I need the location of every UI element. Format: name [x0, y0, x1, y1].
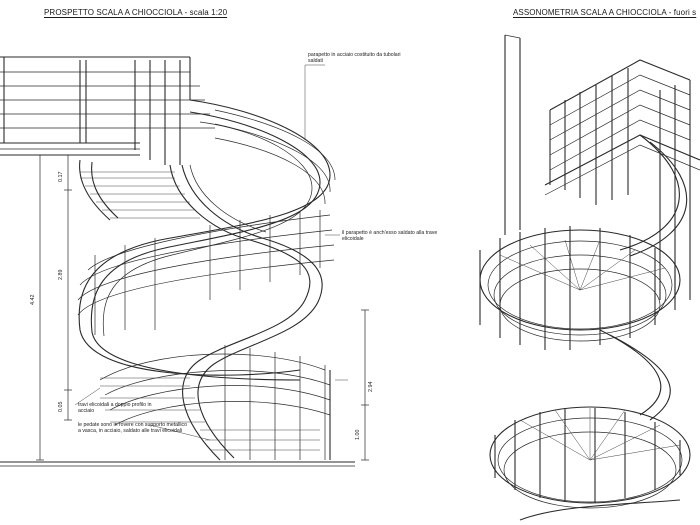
dim-1-00: 1.00	[355, 429, 361, 441]
dim-0-05: 0.05	[58, 401, 64, 413]
axonometric-title: ASSONOMETRIA SCALA A CHIOCCIOLA - fuori …	[513, 8, 697, 17]
middle-railing	[77, 109, 336, 335]
dimension-lines	[36, 154, 369, 461]
note-parapetto-top: parapetto in acciaio costituito da tubol…	[308, 52, 401, 65]
dim-2-89: 2.89	[58, 269, 64, 281]
axonometric-drawing	[479, 34, 700, 521]
leader-lines	[74, 64, 348, 441]
dim-0-17: 0.17	[58, 171, 64, 183]
elevation-title: PROSPETTO SCALA A CHIOCCIOLA - scala 1:2…	[44, 8, 228, 17]
note-parapetto-mid: il parapetto è anch'esso saldato alla tr…	[342, 230, 438, 243]
lower-treads	[100, 377, 320, 451]
helical-stringer-outer	[78, 99, 331, 381]
upper-treads	[79, 159, 200, 221]
dim-4-42: 4.42	[30, 294, 36, 306]
dim-2-94: 2.94	[368, 381, 374, 393]
note-travi: travi elicoidali a doppio profilo in acc…	[78, 402, 152, 415]
helical-stringer-inner	[169, 164, 323, 461]
lower-railing	[99, 345, 331, 460]
top-railing	[0, 56, 215, 165]
note-pedate: le pedate sono in rovere con supporto me…	[78, 422, 188, 435]
